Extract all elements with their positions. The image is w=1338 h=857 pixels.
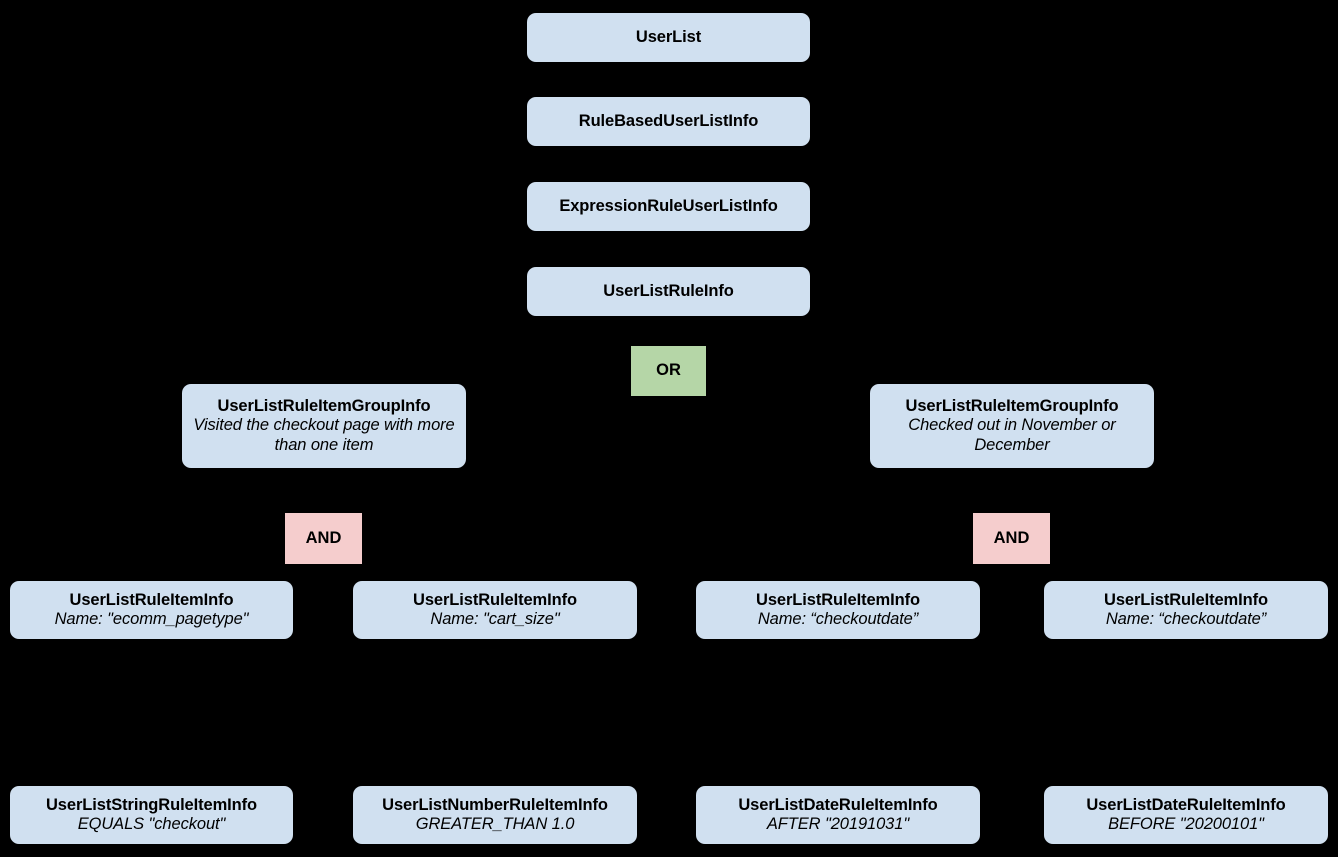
node-title: RuleBasedUserListInfo xyxy=(578,111,759,130)
node-userlistruleinfo[interactable]: UserListRuleInfo xyxy=(527,267,810,316)
node-subtitle: Name: “checkoutdate” xyxy=(1105,610,1267,628)
node-subtitle: Checked out in November or December xyxy=(908,416,1116,454)
node-rulebaseduserlistinfo[interactable]: RuleBasedUserListInfo xyxy=(527,97,810,146)
node-title: UserListRuleItemInfo xyxy=(413,590,577,609)
node-leaf-date-rule-after[interactable]: UserListDateRuleItemInfo AFTER "20191031… xyxy=(696,786,980,844)
node-group-right[interactable]: UserListRuleItemGroupInfo Checked out in… xyxy=(870,384,1154,468)
operator-label: OR xyxy=(656,361,681,380)
node-subtitle: GREATER_THAN 1.0 xyxy=(415,815,575,833)
node-title: UserListRuleInfo xyxy=(603,281,734,300)
operator-label: AND xyxy=(305,528,342,547)
node-leaf-string-rule[interactable]: UserListStringRuleItemInfo EQUALS "check… xyxy=(10,786,293,844)
node-title: UserList xyxy=(635,27,702,46)
node-subtitle: BEFORE "20200101" xyxy=(1108,815,1264,833)
operator-label: AND xyxy=(993,528,1030,547)
operator-and-left[interactable]: AND xyxy=(285,513,362,564)
node-title: UserListStringRuleItemInfo xyxy=(45,795,257,814)
node-subtitle: Name: “checkoutdate” xyxy=(757,610,919,628)
node-leaf-date-rule-before[interactable]: UserListDateRuleItemInfo BEFORE "2020010… xyxy=(1044,786,1328,844)
node-subtitle: EQUALS "checkout" xyxy=(77,815,226,833)
node-title: UserListDateRuleItemInfo xyxy=(738,795,938,814)
node-ruleitem-checkoutdate-before[interactable]: UserListRuleItemInfo Name: “checkoutdate… xyxy=(1044,581,1328,639)
node-subtitle: Visited the checkout page with more than… xyxy=(193,416,455,454)
operator-or[interactable]: OR xyxy=(631,346,706,396)
node-title: UserListRuleItemGroupInfo xyxy=(905,396,1119,415)
node-userlist[interactable]: UserList xyxy=(527,13,810,62)
node-group-left[interactable]: UserListRuleItemGroupInfo Visited the ch… xyxy=(182,384,466,468)
node-subtitle: AFTER "20191031" xyxy=(766,815,910,833)
node-subtitle: Name: "cart_size" xyxy=(430,610,560,628)
node-expressionruleuserlistinfo[interactable]: ExpressionRuleUserListInfo xyxy=(527,182,810,231)
node-ruleitem-checkoutdate-after[interactable]: UserListRuleItemInfo Name: “checkoutdate… xyxy=(696,581,980,639)
operator-and-right[interactable]: AND xyxy=(973,513,1050,564)
node-subtitle: Name: "ecomm_pagetype" xyxy=(54,610,249,628)
node-title: UserListRuleItemInfo xyxy=(69,590,234,609)
node-leaf-number-rule[interactable]: UserListNumberRuleItemInfo GREATER_THAN … xyxy=(353,786,637,844)
node-title: UserListDateRuleItemInfo xyxy=(1086,795,1286,814)
node-title: UserListRuleItemInfo xyxy=(756,590,920,609)
node-title: UserListRuleItemInfo xyxy=(1104,590,1268,609)
node-title: UserListRuleItemGroupInfo xyxy=(217,396,431,415)
node-ruleitem-ecomm-pagetype[interactable]: UserListRuleItemInfo Name: "ecomm_pagety… xyxy=(10,581,293,639)
node-title: UserListNumberRuleItemInfo xyxy=(382,795,608,814)
node-ruleitem-cart-size[interactable]: UserListRuleItemInfo Name: "cart_size" xyxy=(353,581,637,639)
node-title: ExpressionRuleUserListInfo xyxy=(559,196,778,215)
